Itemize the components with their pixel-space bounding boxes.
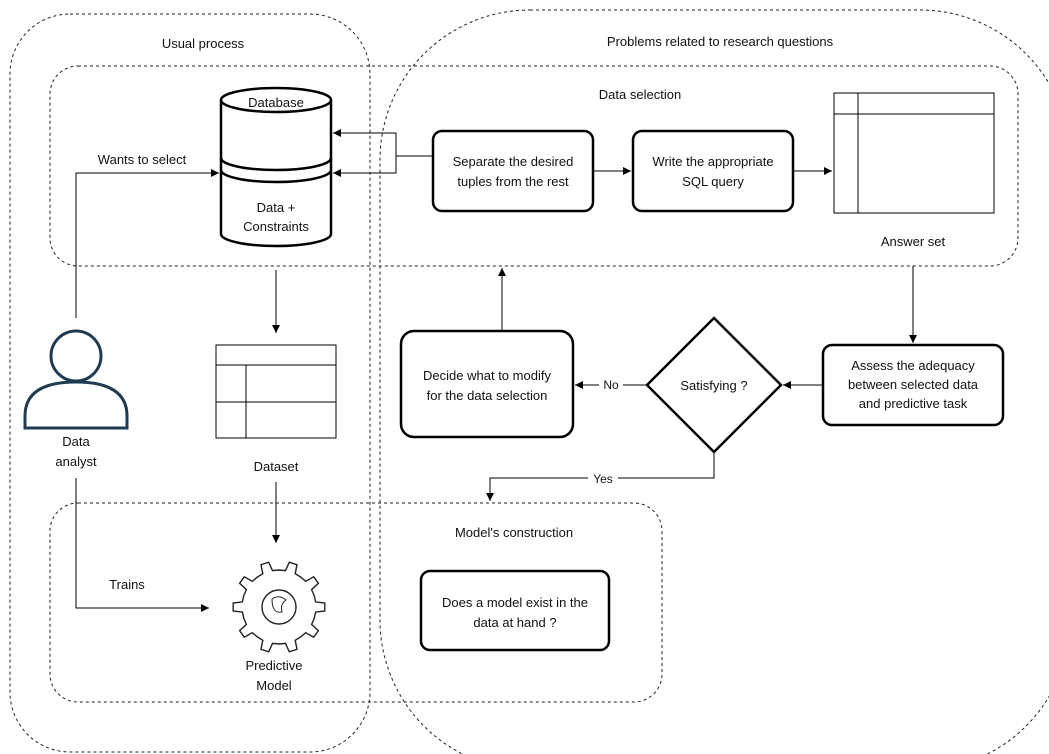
research-problems-region	[379, 9, 1049, 754]
model-exist-box: Does a model exist in the data at hand ?	[419, 569, 611, 652]
separate-tuples-box: Separate the desired tuples from the res…	[431, 129, 595, 213]
data-analyst-label-2: analyst	[55, 454, 97, 469]
edge-label-trains: Trains	[109, 577, 145, 592]
data-analyst-label-1: Data	[62, 434, 90, 449]
answer-set-label: Answer set	[881, 234, 946, 249]
usual-process-label: Usual process	[162, 36, 245, 51]
research-problems-label: Problems related to research questions	[607, 34, 834, 49]
satisfying-decision: Satisfying ?	[645, 316, 783, 454]
model-construction-region	[49, 502, 663, 703]
edge-label-wants-to-select: Wants to select	[98, 152, 187, 167]
assess-text-2: between selected data	[848, 377, 979, 392]
write-sql-text-1: Write the appropriate	[652, 154, 773, 169]
database-node: Database Data + Constraints	[219, 86, 333, 248]
model-construction-label: Model's construction	[455, 525, 573, 540]
dataset-table	[215, 344, 337, 439]
model-exist-text-2: data at hand ?	[473, 615, 556, 630]
assess-text-3: and predictive task	[859, 396, 968, 411]
edge-wants-to-select	[75, 169, 219, 318]
assess-text-1: Assess the adequacy	[851, 358, 975, 373]
predictive-model-label-1: Predictive	[245, 658, 302, 673]
satisfying-text: Satisfying ?	[680, 378, 747, 393]
write-sql-box: Write the appropriate SQL query	[631, 129, 795, 213]
write-sql-text-2: SQL query	[682, 174, 744, 189]
data-selection-region	[49, 65, 1019, 267]
data-analyst-icon	[23, 329, 129, 430]
decide-text-2: for the data selection	[427, 388, 548, 403]
edge-label-yes-bg	[588, 470, 618, 486]
edge-label-no-bg	[599, 376, 623, 392]
data-selection-label: Data selection	[599, 87, 681, 102]
assess-adequacy-box: Assess the adequacy between selected dat…	[821, 343, 1005, 427]
separate-tuples-text-2: tuples from the rest	[457, 174, 569, 189]
predictive-model-label-2: Model	[256, 678, 292, 693]
gear-icon	[232, 561, 326, 653]
model-exist-text-1: Does a model exist in the	[442, 595, 588, 610]
edge-separate-to-database-1	[333, 129, 433, 157]
database-data-label: Data +	[257, 200, 296, 215]
dataset-label: Dataset	[254, 459, 299, 474]
edge-trains	[75, 478, 209, 612]
separate-tuples-text-1: Separate the desired	[453, 154, 574, 169]
decide-modify-box: Decide what to modify for the data selec…	[399, 329, 575, 439]
usual-process-region	[9, 13, 371, 753]
edge-label-no: No	[603, 378, 619, 392]
database-constraints-label: Constraints	[243, 219, 309, 234]
database-label: Database	[248, 95, 304, 110]
decide-text-1: Decide what to modify	[423, 368, 551, 383]
edge-label-yes: Yes	[593, 472, 613, 486]
answer-set-table	[833, 92, 995, 214]
edge-separate-to-database-2	[333, 155, 433, 177]
